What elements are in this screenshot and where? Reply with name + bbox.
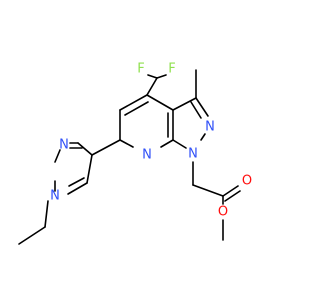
bond — [18, 226, 46, 245]
bond — [224, 190, 241, 202]
bonds — [18, 69, 241, 245]
chemical-structure-diagram: F F N N N N N O O — [18, 62, 252, 245]
bond — [156, 74, 167, 79]
bond — [119, 139, 134, 148]
nitrogen-ring2-upper-label: N — [59, 138, 69, 153]
nitrogen-pyrazole-upper-label: N — [205, 120, 215, 135]
nitrogen-pyridine-label: N — [142, 148, 152, 163]
bond — [67, 182, 88, 195]
bond — [195, 97, 209, 117]
fluorine-left-label: F — [137, 62, 144, 77]
bond — [190, 101, 202, 119]
structure-canvas: F F N N N N N O O — [18, 62, 252, 245]
bond — [172, 139, 187, 149]
bond — [146, 94, 174, 111]
bond — [124, 101, 149, 116]
atom-labels: F F N N N N N O O — [50, 62, 252, 220]
bond — [77, 142, 93, 156]
bond — [119, 94, 148, 111]
bond — [146, 77, 158, 96]
bond — [147, 74, 158, 79]
bond — [91, 139, 121, 156]
bond — [54, 149, 61, 163]
bond — [192, 184, 224, 197]
bond — [44, 200, 49, 228]
oxygen-carbonyl-label: O — [242, 174, 252, 189]
nitrogen-ring2-lower-label: N — [50, 189, 60, 204]
bond — [86, 154, 93, 184]
oxygen-ester-label: O — [218, 205, 228, 220]
bond — [200, 133, 206, 141]
nitrogen-pyrazole-lower-label: N — [188, 147, 198, 162]
bond — [172, 97, 197, 111]
fluorine-right-label: F — [168, 62, 175, 77]
bond — [160, 139, 174, 148]
bond — [68, 177, 85, 187]
bond — [222, 185, 239, 197]
